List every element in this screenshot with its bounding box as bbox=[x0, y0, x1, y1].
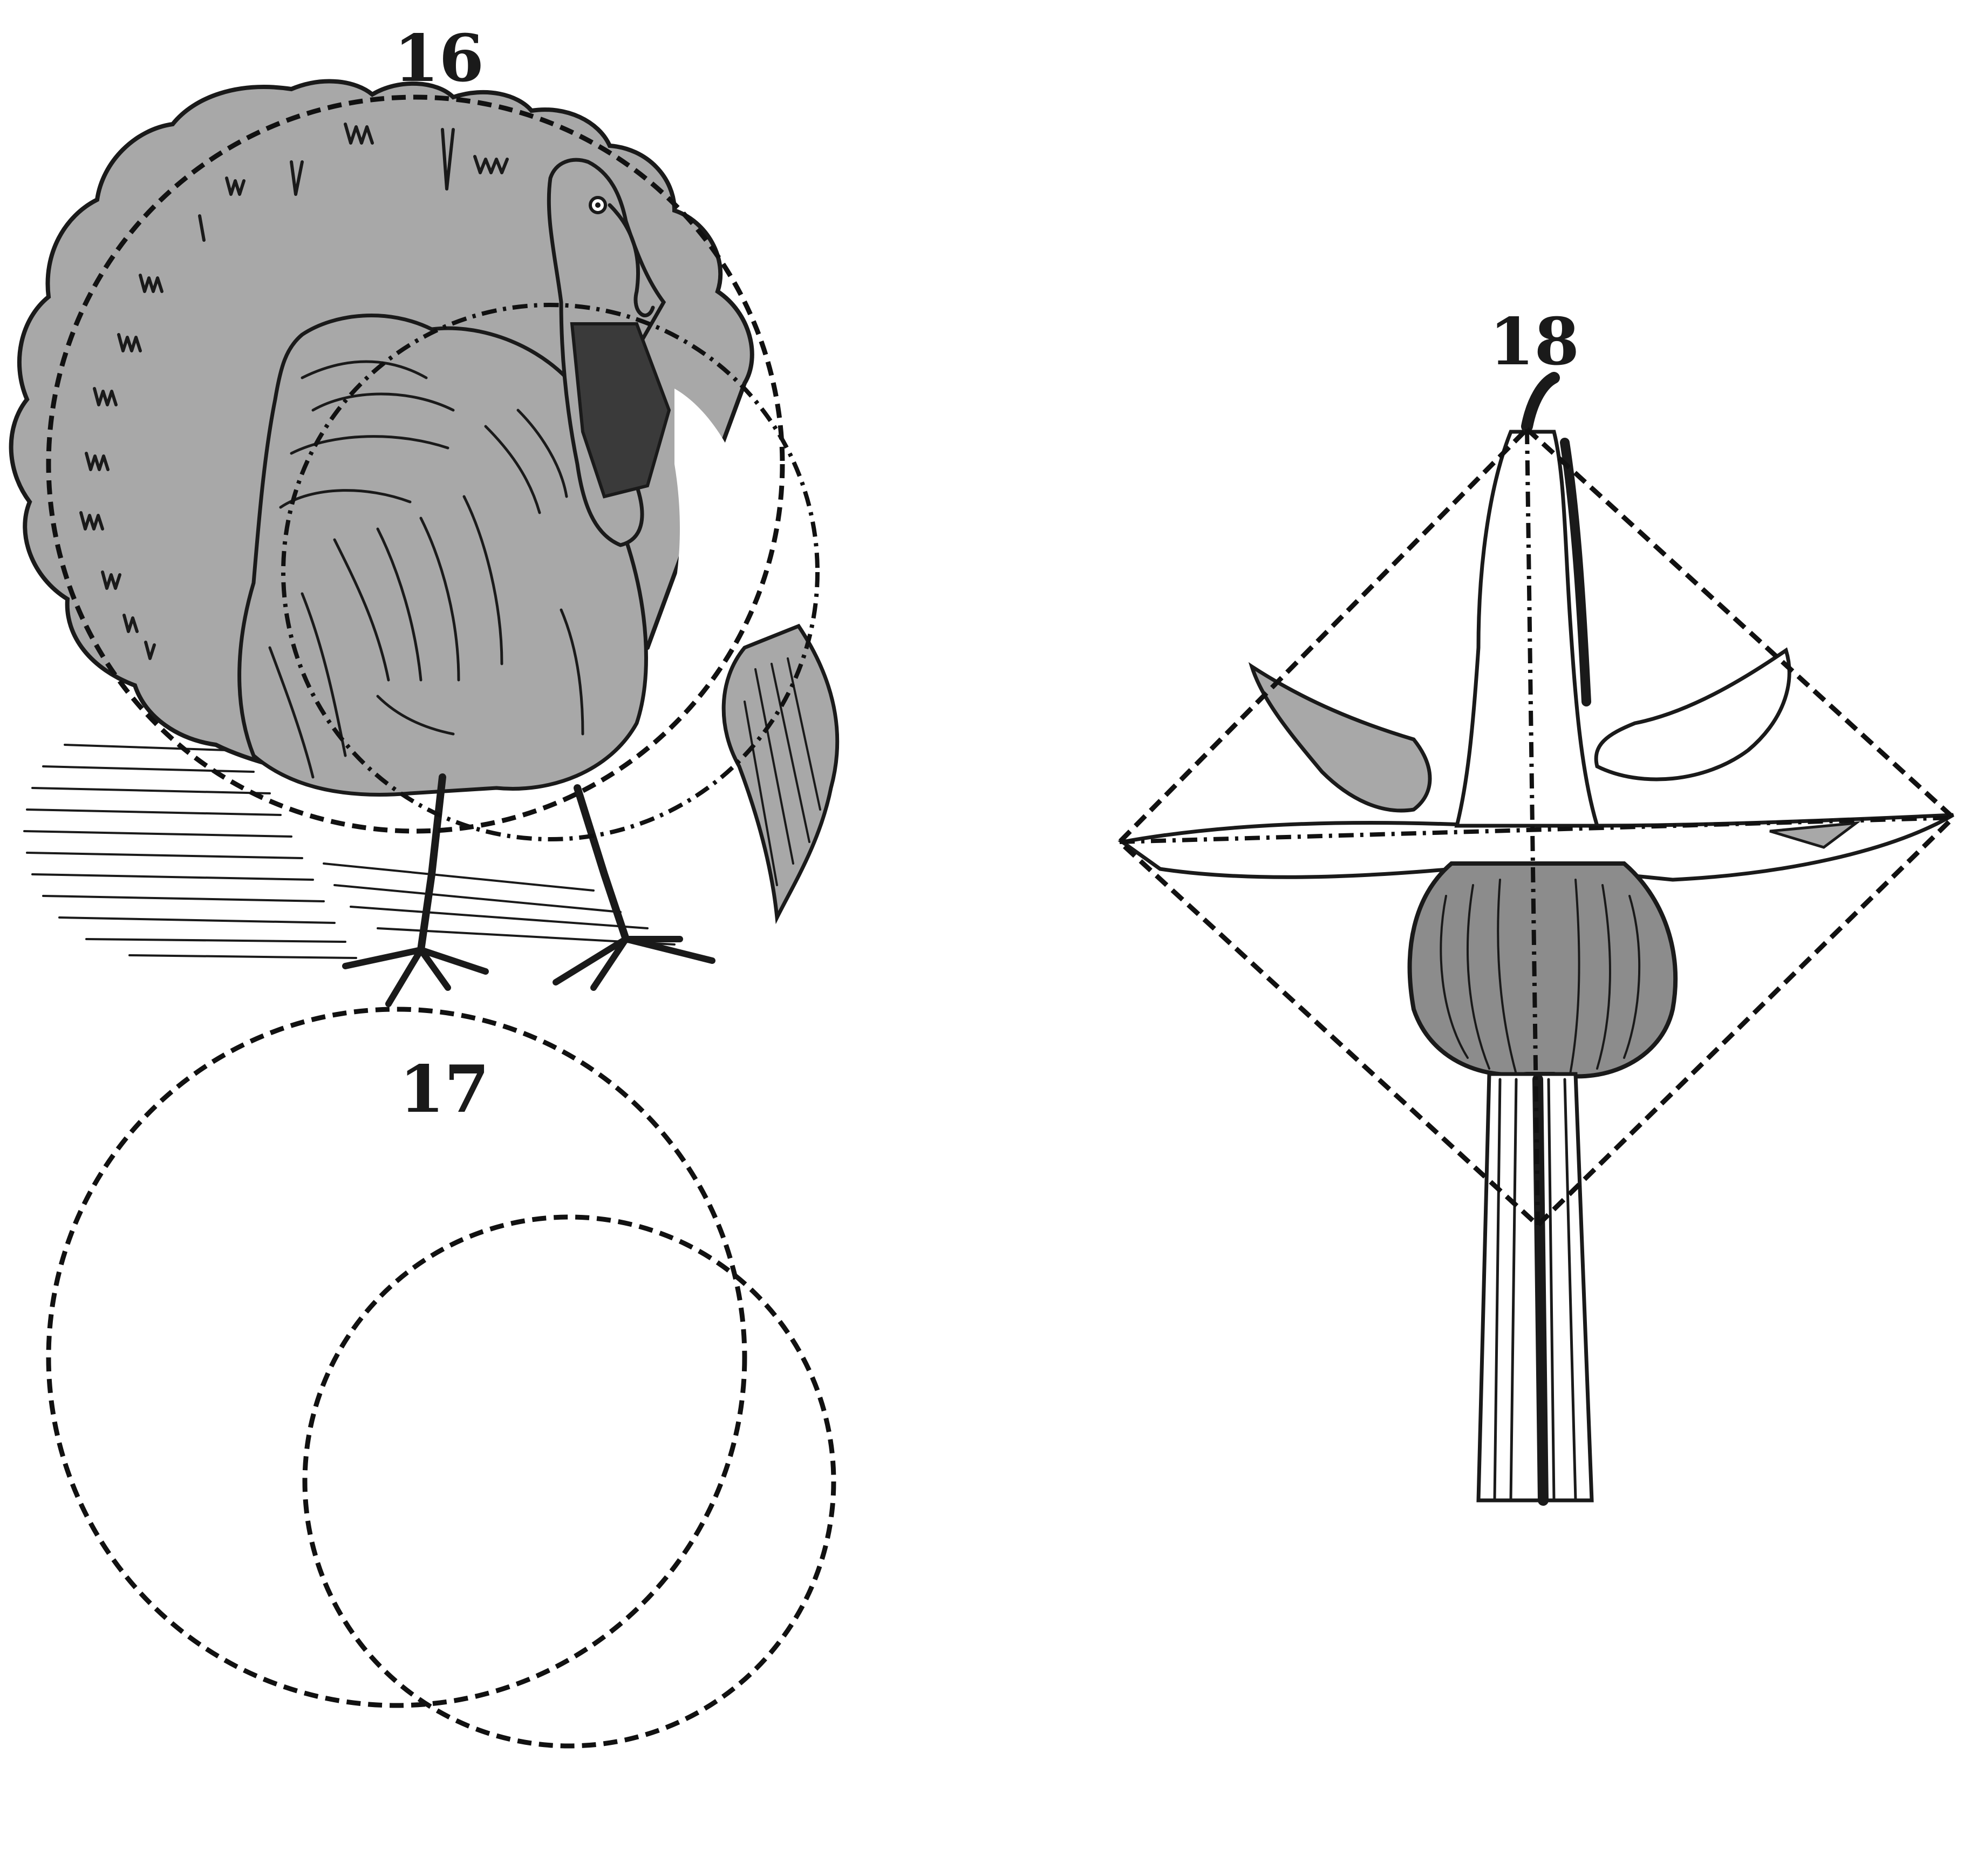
fig17-circle-large bbox=[49, 1009, 745, 1705]
turkey-pupil bbox=[595, 202, 601, 208]
flower-top-stem bbox=[1527, 378, 1554, 426]
left-sepal bbox=[1252, 667, 1430, 811]
flower-corolla bbox=[1410, 864, 1675, 1076]
flower-tube bbox=[1457, 432, 1597, 826]
figure-18-label: 18 bbox=[1489, 304, 1579, 380]
figure-17-label: 17 bbox=[399, 1051, 489, 1127]
turkey-beard bbox=[724, 626, 837, 917]
fig17-circle-small bbox=[305, 1217, 834, 1746]
figure-17: 17 bbox=[49, 1009, 834, 1746]
stem-shade bbox=[1538, 1079, 1543, 1500]
figure-16: 16 bbox=[11, 21, 837, 1004]
figure-18: 18 bbox=[1120, 304, 1953, 1500]
right-sepal bbox=[1596, 650, 1789, 779]
fuchsia-flower-icon bbox=[1120, 378, 1953, 1500]
turkey-icon bbox=[11, 81, 837, 1004]
